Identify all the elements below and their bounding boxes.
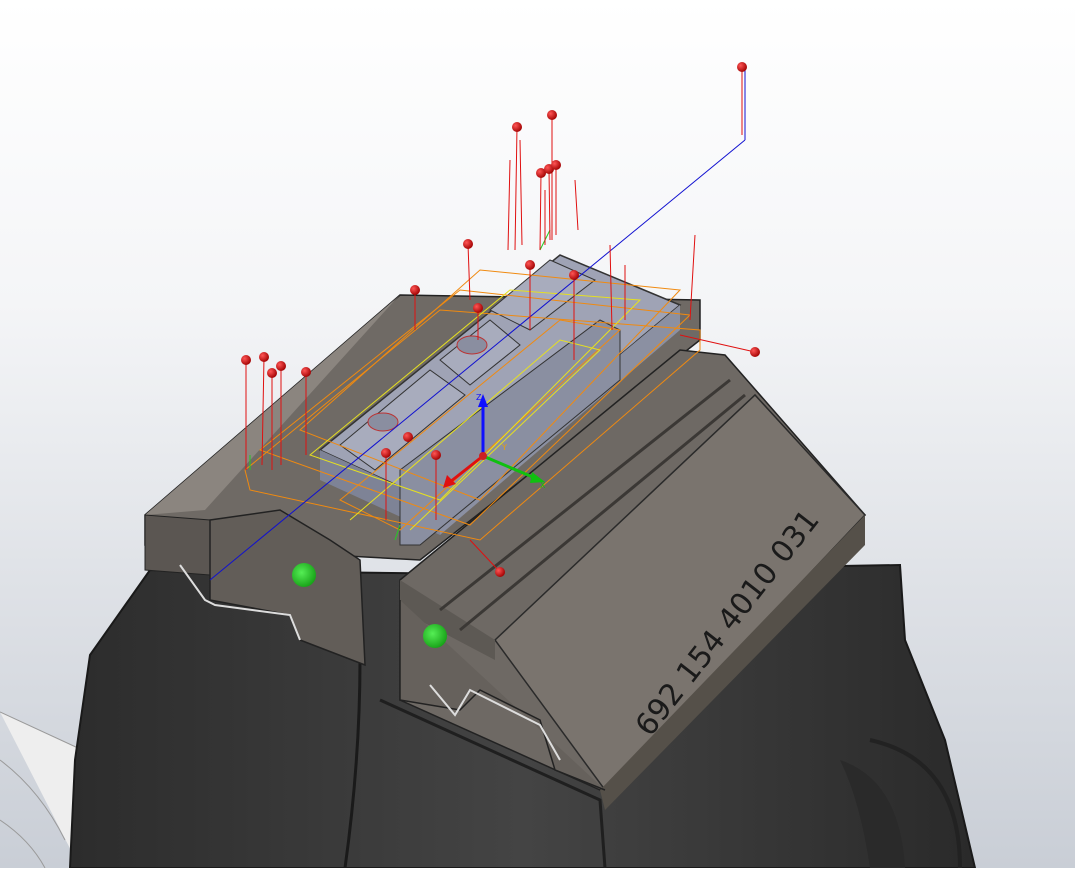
red-sphere-icon [431, 450, 441, 460]
red-sphere-icon [569, 270, 579, 280]
triad-z-label: Z [476, 393, 482, 402]
red-sphere-icon [473, 303, 483, 313]
red-sphere-icon [403, 432, 413, 442]
green-dot-icon [423, 624, 447, 648]
triad-y-axis [449, 454, 484, 484]
vise-jaw-right: 692 154 4010 031 [399, 349, 867, 810]
red-sphere-icon [536, 168, 546, 178]
triad-y-label: Y [501, 443, 507, 452]
red-sphere-icon [463, 239, 473, 249]
toolpath-markers [241, 62, 760, 577]
red-sphere-icon [259, 352, 269, 362]
counterbore-hole [367, 412, 399, 432]
green-dot-icon [292, 563, 316, 587]
coordinate-triad-icon[interactable]: Z X Y [443, 393, 546, 490]
counterbore-hole [456, 335, 488, 355]
red-sphere-icon [525, 260, 535, 270]
red-sphere-icon [551, 160, 561, 170]
red-sphere-icon [495, 567, 505, 577]
toolpaths [209, 67, 756, 581]
red-sphere-icon [737, 62, 747, 72]
red-sphere-icon [267, 368, 277, 378]
red-sphere-icon [241, 355, 251, 365]
red-sphere-icon [750, 347, 760, 357]
red-sphere-icon [547, 110, 557, 120]
triad-x-label: X [540, 481, 546, 490]
red-sphere-icon [381, 448, 391, 458]
red-sphere-icon [512, 122, 522, 132]
red-sphere-icon [276, 361, 286, 371]
triad-x-axis [482, 454, 536, 480]
red-sphere-icon [301, 367, 311, 377]
red-sphere-icon [410, 285, 420, 295]
